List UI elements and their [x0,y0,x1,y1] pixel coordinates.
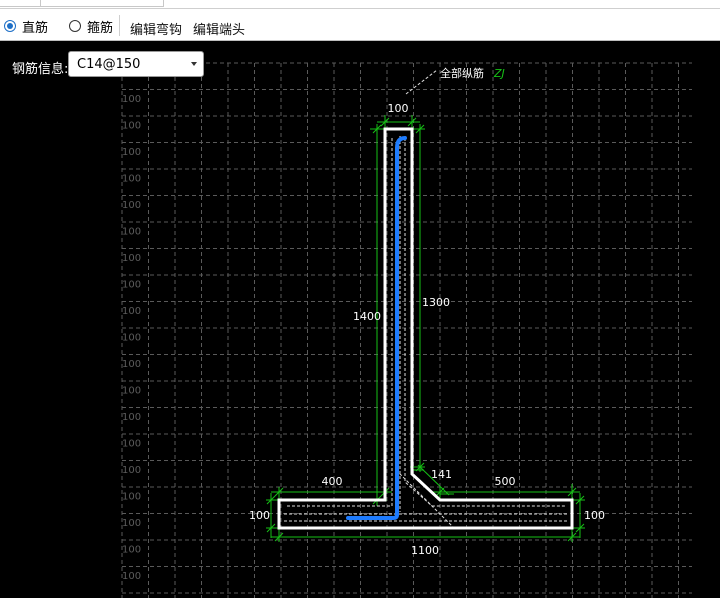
grid-labels: 100 100 100 100 100 100 100 100 100 100 100 100 100 1… [122,94,141,582]
rebar-note-code: ZJ [493,67,505,80]
dim-left-arm-text: 400 [322,475,343,488]
dim-top-tick-left [380,117,390,127]
tab-hint [0,0,41,7]
grid-label: 100 [122,174,141,185]
dim-left-thickness-tick-b [266,523,276,533]
edit-toolbar: 直筋 箍筋 编辑弯钩 编辑端头 [0,8,720,41]
chevron-down-icon [191,62,197,66]
grid-label: 100 [122,227,141,238]
dim-left-thickness-text: 100 [249,509,270,522]
grid-label: 100 [122,545,141,556]
dashed-chamfer [395,469,455,529]
toolbar-separator [119,15,120,36]
grid-label: 100 [122,492,141,503]
radio-straight-label: 直筋 [22,20,49,36]
grid-label: 100 [122,333,141,344]
dim-chamfer-text: 141 [431,468,452,481]
grid-label: 100 [122,306,141,317]
edit-end-button[interactable]: 编辑端头 [193,23,246,38]
dim-top-width-text: 100 [388,102,409,115]
dim-right-tick-top [415,124,425,134]
grid-label: 100 [122,386,141,397]
grid-label: 100 [122,571,141,582]
dim-left-thickness-tick-a [266,495,276,505]
radio-stirrup-label: 箍筋 [87,20,114,36]
dim-right-thickness-text: 100 [584,509,605,522]
rebar-info-select[interactable]: C14@150 [68,51,204,77]
dim-right-height-text: 1300 [422,296,450,309]
grid-label: 100 [122,359,141,370]
radio-straight-rebar[interactable]: 直筋 [4,17,49,36]
dashed-right-outer [404,138,565,507]
grid-label: 100 [122,147,141,158]
dim-total-tick-b [567,532,577,542]
dim-right-arm-tick-b [567,487,577,497]
dimension-texts: 100 1400 1300 400 500 141 100 100 1100 [249,102,605,557]
dim-right-thickness-tick-b [575,523,585,533]
grid [121,62,692,598]
grid-label: 100 [122,280,141,291]
rebar-line[interactable] [346,136,407,520]
radio-stirrup-rebar[interactable]: 箍筋 [69,17,114,36]
radio-selected-icon [4,20,16,32]
radio-unselected-icon [69,20,81,32]
dim-left-tick-top [372,124,382,134]
dim-total-width-text: 1100 [411,544,439,557]
dimension-lines [266,115,585,542]
dim-left-arm-tick-a [274,487,284,497]
dim-right-arm-text: 500 [495,475,516,488]
grid-label: 100 [122,518,141,529]
grid-label: 100 [122,121,141,132]
dim-total-tick-a [274,532,284,542]
rebar-note-text[interactable]: 全部纵筋 [440,66,484,80]
grid-label: 100 [122,94,141,105]
section-outline [277,127,574,530]
leader-line [405,69,438,95]
rebar-info-label: 钢筋信息: [12,62,69,77]
rebar-drawing-canvas[interactable]: 1001001001001001001001001001001001001001… [0,41,720,598]
dim-top-tick-right [407,117,417,127]
grid-label: 100 [122,412,141,423]
dashed-left-outer [286,138,393,507]
window-top-strip [0,0,720,8]
tab-hint [41,0,164,7]
rebar-info-value: C14@150 [77,57,141,72]
inner-dashed-lines [284,69,567,529]
edit-hook-button[interactable]: 编辑弯钩 [130,23,183,38]
grid-label: 100 [122,465,141,476]
dim-right-thickness-tick-a [575,495,585,505]
grid-label: 100 [122,439,141,450]
dim-left-height-text: 1400 [353,310,381,323]
grid-label: 100 [122,200,141,211]
grid-label: 100 [122,253,141,264]
